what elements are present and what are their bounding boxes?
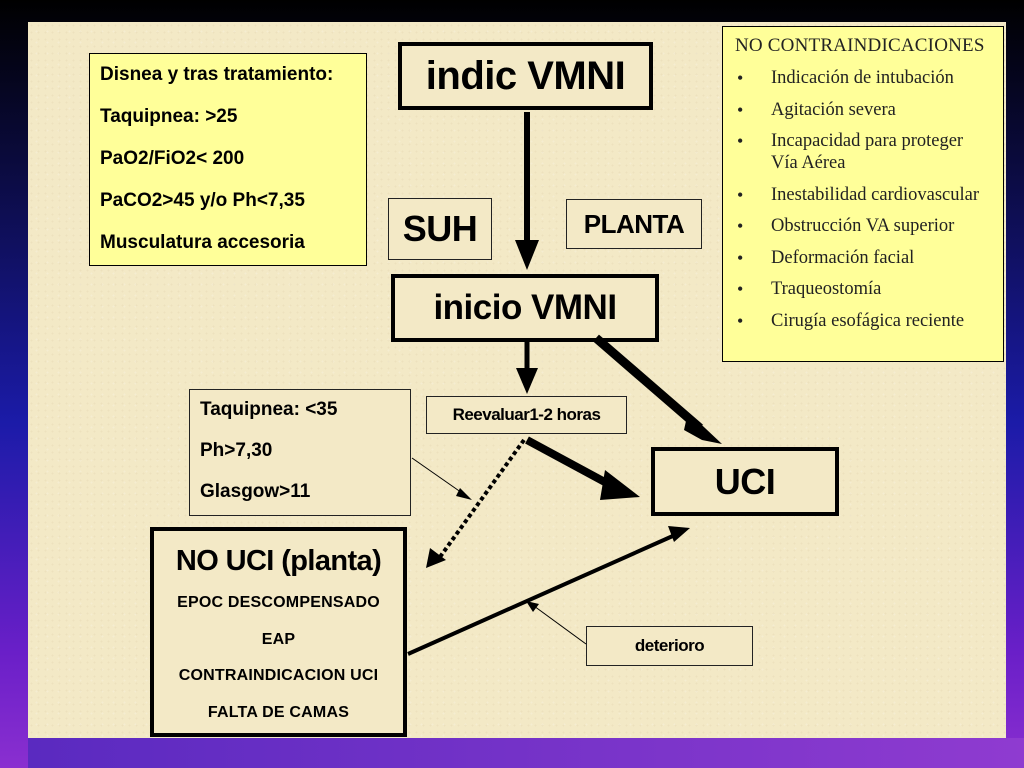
- contraindication-item: Inestabilidad cardiovascular: [735, 184, 993, 206]
- indic-vmni-label: indic VMNI: [425, 53, 626, 98]
- inicio-vmni-node: inicio VMNI: [391, 274, 659, 342]
- contraindications-title: NO CONTRAINDICACIONES: [735, 35, 985, 56]
- bottom-bar: [28, 738, 1024, 768]
- stability-criteria-box: Taquipnea: <35 Ph>7,30 Glasgow>11: [189, 389, 411, 516]
- contraindication-item: Deformación facial: [735, 247, 993, 269]
- indication-criteria-box: Disnea y tras tratamiento: Taquipnea: >2…: [89, 53, 367, 266]
- no-uci-node: NO UCI (planta) EPOC DESCOMPENSADO EAP C…: [150, 527, 407, 737]
- contraindication-item: Obstrucción VA superior: [735, 215, 993, 237]
- contraindication-item: Traqueostomía: [735, 278, 993, 300]
- criteria-line: Musculatura accesoria: [100, 232, 305, 253]
- no-uci-item: CONTRAINDICACION UCI: [178, 667, 379, 684]
- criteria-line: Disnea y tras tratamiento:: [100, 64, 334, 85]
- criteria-line: PaCO2>45 y/o Ph<7,35: [100, 190, 305, 211]
- reevaluar-node: Reevaluar1-2 horas: [426, 396, 627, 434]
- reevaluar-label: Reevaluar1-2 horas: [452, 405, 601, 424]
- suh-node: SUH: [388, 198, 492, 260]
- contraindication-item: Agitación severa: [735, 99, 993, 121]
- stability-line: Taquipnea: <35: [200, 399, 338, 420]
- stability-line: Ph>7,30: [200, 440, 273, 461]
- indic-vmni-node: indic VMNI: [398, 42, 653, 110]
- planta-label: PLANTA: [583, 208, 685, 239]
- criteria-line: PaO2/FiO2< 200: [100, 148, 245, 169]
- deterioro-node: deterioro: [586, 626, 753, 666]
- stability-line: Glasgow>11: [200, 481, 311, 502]
- no-uci-item: EPOC DESCOMPENSADO: [177, 594, 380, 611]
- uci-label: UCI: [714, 460, 776, 502]
- no-uci-item: FALTA DE CAMAS: [207, 703, 350, 721]
- inicio-vmni-label: inicio VMNI: [433, 288, 617, 327]
- suh-label: SUH: [402, 208, 478, 249]
- planta-node: PLANTA: [566, 199, 702, 249]
- contraindication-item: Indicación de intubación: [735, 67, 993, 89]
- uci-node: UCI: [651, 447, 839, 516]
- contraindications-box: NO CONTRAINDICACIONES Indicación de intu…: [722, 26, 1004, 362]
- deterioro-label: deterioro: [634, 636, 705, 655]
- no-uci-title: NO UCI (planta): [175, 545, 382, 577]
- contraindications-list: Indicación de intubación Agitación sever…: [735, 67, 993, 332]
- no-uci-item: EAP: [261, 630, 296, 648]
- criteria-line: Taquipnea: >25: [100, 106, 238, 127]
- contraindication-item: Cirugía esofágica reciente: [735, 310, 993, 332]
- contraindication-item: Incapacidad para proteger Vía Aérea: [735, 130, 993, 174]
